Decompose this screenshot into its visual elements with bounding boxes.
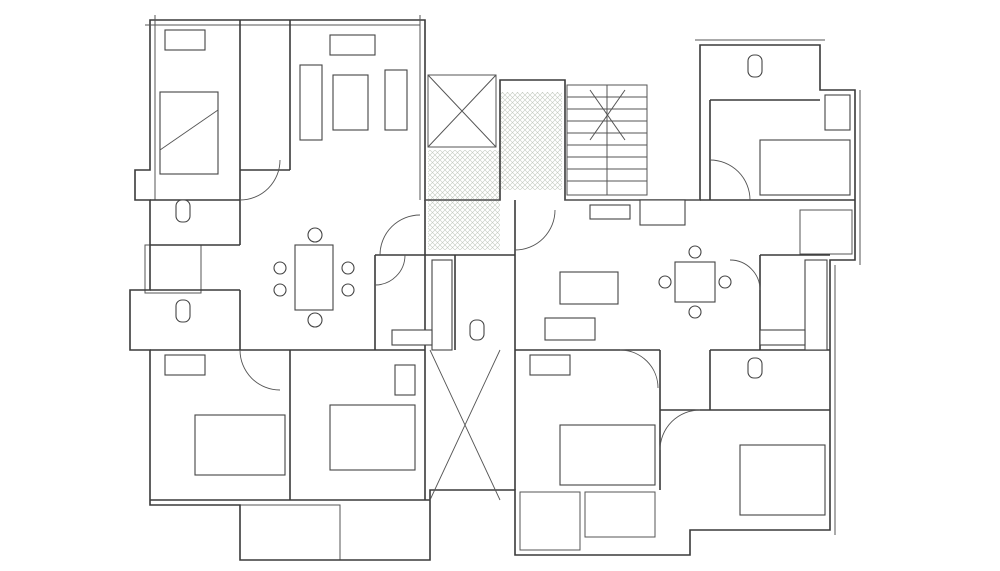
balcony-south-1 [239, 504, 341, 561]
bed [329, 404, 416, 471]
bench [589, 204, 631, 220]
dining-table [294, 244, 334, 311]
lobby-hatch [428, 92, 562, 250]
kitchen-counter [431, 259, 453, 351]
elevator [427, 74, 497, 148]
desk [529, 354, 571, 376]
kitchen-counter [759, 329, 806, 346]
dining-table [674, 261, 716, 303]
coffee-table [332, 74, 369, 131]
bed [759, 139, 851, 196]
walls [129, 15, 861, 561]
wc [747, 54, 763, 78]
desk [824, 94, 851, 131]
coffee-table [559, 271, 619, 305]
kitchen-counter [391, 329, 433, 346]
wc [175, 199, 191, 223]
desk [164, 29, 206, 51]
kitchen-counter [804, 259, 828, 351]
wc [469, 319, 485, 341]
bed [159, 91, 219, 175]
doors [239, 159, 761, 451]
furniture [159, 29, 851, 516]
balcony-south-3 [584, 491, 656, 538]
desk [164, 354, 206, 376]
bed [739, 444, 826, 516]
sofa [544, 317, 596, 341]
bench [639, 199, 686, 226]
bed [194, 414, 286, 476]
balcony-west [144, 244, 202, 294]
sofa [299, 64, 323, 141]
bed [559, 424, 656, 486]
wc [747, 357, 763, 379]
sofa [384, 69, 408, 131]
balcony-south-2 [519, 491, 581, 551]
balcony-east [799, 209, 853, 255]
wc [175, 299, 191, 323]
sofa [329, 34, 376, 56]
staircase [566, 84, 648, 196]
desk [394, 364, 416, 396]
